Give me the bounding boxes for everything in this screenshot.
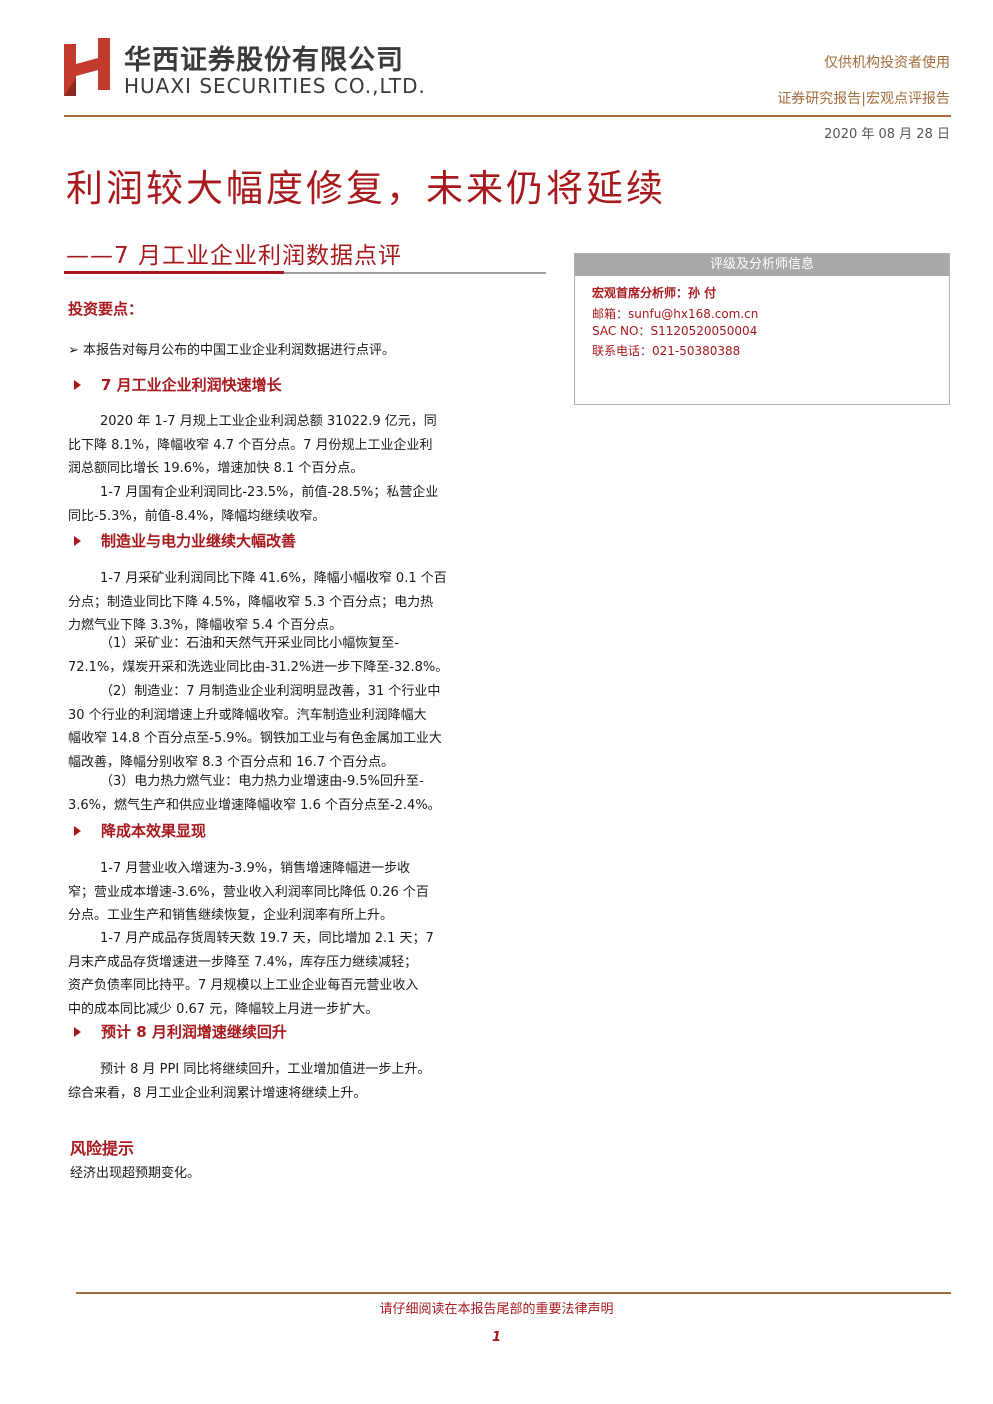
- paragraph-line: 72.1%，煤炭开采和洗选业同比由-31.2%进一步下降至-32.8%。: [68, 659, 449, 675]
- paragraph-line: 力燃气业下降 3.3%，降幅收窄 5.4 个百分点。: [68, 618, 343, 633]
- page-number: 1: [491, 1330, 502, 1345]
- intro-bullet: ➢ 本报告对每月公布的中国工业企业利润数据进行点评。: [68, 343, 396, 358]
- footer-divider: [76, 1292, 951, 1294]
- paragraph-line: 分点；制造业同比下降 4.5%，降幅收窄 5.3 个百分点；电力热: [68, 594, 434, 610]
- analyst-phone: 联系电话：021-50380388: [592, 344, 741, 358]
- paragraph-line: 综合来看，8 月工业企业利润累计增速将继续上升。: [68, 1085, 367, 1101]
- paragraph-line: （1）采矿业：石油和天然气开采业同比小幅恢复至-: [100, 636, 399, 651]
- paragraph-line: 润总额同比增长 19.6%，增速加快 8.1 个百分点。: [68, 461, 364, 476]
- paragraph-line: 幅改善，降幅分别收窄 8.3 个百分点和 16.7 个百分点。: [68, 754, 395, 770]
- paragraph-line: 1-7 月营业收入增速为-3.9%，销售增速降幅进一步收: [100, 861, 411, 876]
- triangle-bullet-icon: [74, 379, 81, 390]
- paragraph: 1-7 月营业收入增速为-3.9%，销售增速降幅进一步收 窄；营业成本增速-3.…: [68, 857, 560, 928]
- paragraph-line: 比下降 8.1%，降幅收窄 4.7 个百分点。7 月份规上工业企业利: [68, 437, 433, 453]
- paragraph-line: 同比-5.3%，前值-8.4%，降幅均继续收窄。: [68, 508, 326, 524]
- paragraph-line: 幅收窄 14.8 个百分点至-5.9%。钢铁加工业与有色金属加工业大: [68, 731, 442, 746]
- paragraph-line: 资产负债率同比持平。7 月规模以上工业企业每百元营业收入: [68, 978, 419, 993]
- analyst-box-header: 评级及分析师信息: [575, 254, 949, 276]
- section-heading-text: 降成本效果显现: [101, 822, 207, 840]
- paragraph-line: 预计 8 月 PPI 同比将继续回升，工业增加值进一步上升。: [100, 1062, 431, 1077]
- section-heading-text: 制造业与电力业继续大幅改善: [101, 532, 297, 550]
- paragraph: 1-7 月采矿业利润同比下降 41.6%，降幅小幅收窄 0.1 个百 分点；制造…: [68, 567, 560, 638]
- section-heading-text: 预计 8 月利润增速继续回升: [101, 1023, 287, 1041]
- analyst-info-box: 评级及分析师信息 宏观首席分析师：孙 付 邮箱：sunfu@hx168.com.…: [574, 253, 950, 405]
- key-points-heading: 投资要点：: [68, 300, 144, 318]
- risk-text: 经济出现超预期变化。: [70, 1166, 201, 1181]
- paragraph: 预计 8 月 PPI 同比将继续回升，工业增加值进一步上升。 综合来看，8 月工…: [68, 1058, 560, 1105]
- paragraph-line: 1-7 月采矿业利润同比下降 41.6%，降幅小幅收窄 0.1 个百: [100, 571, 447, 586]
- analyst-name: 宏观首席分析师：孙 付: [592, 286, 717, 300]
- paragraph-line: 1-7 月产成品存货周转天数 19.7 天，同比增加 2.1 天；7: [100, 931, 434, 946]
- triangle-bullet-icon: [74, 825, 81, 836]
- risk-heading: 风险提示: [70, 1139, 135, 1158]
- paragraph-line: 1-7 月国有企业利润同比-23.5%，前值-28.5%；私营企业: [100, 485, 439, 500]
- paragraph: （2）制造业：7 月制造业企业利润明显改善，31 个行业中 30 个行业的利润增…: [68, 680, 560, 774]
- paragraph-line: 3.6%，燃气生产和供应业增速降幅收窄 1.6 个百分点至-2.4%。: [68, 797, 441, 813]
- subtitle-underline: [284, 272, 546, 274]
- paragraph: 1-7 月产成品存货周转天数 19.7 天，同比增加 2.1 天；7 月末产成品…: [68, 927, 560, 1021]
- paragraph: （1）采矿业：石油和天然气开采业同比小幅恢复至- 72.1%，煤炭开采和洗选业同…: [68, 632, 560, 679]
- analyst-sac: SAC NO：S1120520050004: [592, 324, 758, 338]
- report-date: 2020 年 08 月 28 日: [824, 127, 950, 142]
- paragraph-line: （2）制造业：7 月制造业企业利润明显改善，31 个行业中: [100, 684, 441, 699]
- section-heading-cost-reduction: 降成本效果显现: [74, 820, 206, 841]
- footer-disclaimer: 请仔细阅读在本报告尾部的重要法律声明: [379, 1302, 614, 1317]
- paragraph-line: 月末产成品存货增速进一步降至 7.4%，库存压力继续减轻；: [68, 954, 418, 970]
- analyst-email: 邮箱：sunfu@hx168.com.cn: [592, 307, 759, 321]
- report-subtitle: ——7 月工业企业利润数据点评: [66, 243, 402, 269]
- paragraph-line: （3）电力热力燃气业：电力热力业增速由-9.5%回升至-: [100, 774, 424, 789]
- paragraph-line: 窄；营业成本增速-3.6%，营业收入利润率同比降低 0.26 个百: [68, 884, 429, 900]
- section-heading-text: 7 月工业企业利润快速增长: [101, 376, 282, 394]
- triangle-bullet-icon: [74, 1026, 81, 1037]
- company-name-cn: 华西证券股份有限公司: [124, 45, 404, 76]
- paragraph-line: 中的成本同比减少 0.67 元，降幅较上月进一步扩大。: [68, 1001, 379, 1017]
- paragraph: （3）电力热力燃气业：电力热力业增速由-9.5%回升至- 3.6%，燃气生产和供…: [68, 770, 560, 817]
- section-heading-profit-growth: 7 月工业企业利润快速增长: [74, 374, 282, 395]
- header-divider: [64, 115, 951, 117]
- paragraph-line: 30 个行业的利润增速上升或降幅收窄。汽车制造业利润降幅大: [68, 707, 427, 723]
- huaxi-logo-icon: [64, 38, 110, 96]
- report-type: 证券研究报告|宏观点评报告: [777, 91, 950, 107]
- paragraph: 2020 年 1-7 月规上工业企业利润总额 31022.9 亿元，同 比下降 …: [68, 410, 560, 481]
- triangle-bullet-icon: [74, 535, 81, 546]
- subtitle-underline-accent: [64, 271, 284, 274]
- section-heading-manufacturing: 制造业与电力业继续大幅改善: [74, 530, 296, 551]
- section-heading-august-forecast: 预计 8 月利润增速继续回升: [74, 1021, 287, 1042]
- paragraph-line: 2020 年 1-7 月规上工业企业利润总额 31022.9 亿元，同: [100, 414, 437, 429]
- paragraph-line: 分点。工业生产和销售继续恢复，企业利润率有所上升。: [68, 908, 394, 923]
- report-title: 利润较大幅度修复，未来仍将延续: [66, 167, 666, 210]
- paragraph: 1-7 月国有企业利润同比-23.5%，前值-28.5%；私营企业 同比-5.3…: [68, 481, 560, 528]
- company-name-en: HUAXI SECURITIES CO.,LTD.: [124, 74, 426, 98]
- audience-notice: 仅供机构投资者使用: [824, 55, 950, 71]
